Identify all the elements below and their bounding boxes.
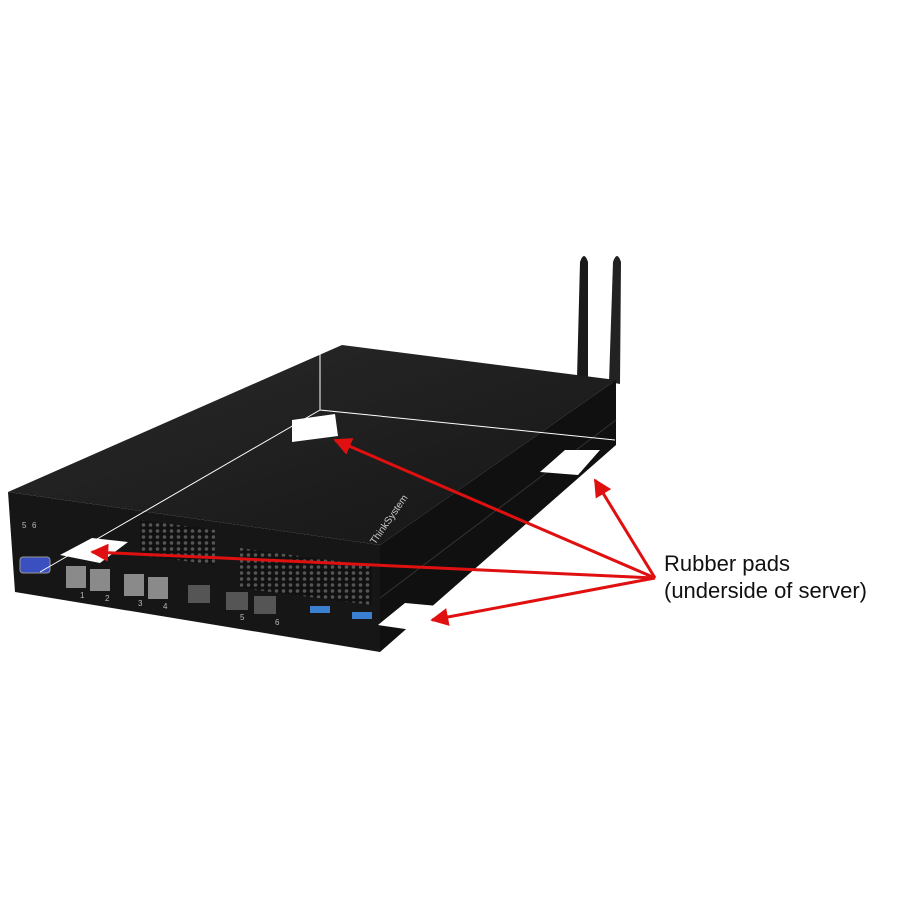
antenna-left <box>577 256 588 380</box>
arrow-to-back-right-pad <box>593 478 657 579</box>
svg-text:5: 5 <box>240 613 245 622</box>
arrow-to-front-left-pad <box>90 543 656 580</box>
svg-text:1: 1 <box>80 591 85 600</box>
rubber-pad-front-right <box>378 603 438 630</box>
antenna-right <box>609 256 621 384</box>
vga-port[interactable] <box>19 556 51 574</box>
rubber-pad-back-left <box>292 414 338 442</box>
svg-text:5: 5 <box>22 521 27 530</box>
ethernet-ports <box>188 585 276 614</box>
chassis-top <box>8 345 616 545</box>
chassis-front <box>8 492 380 652</box>
arrow-to-back-left-pad <box>333 438 656 580</box>
svg-text:4: 4 <box>163 602 168 611</box>
svg-text:2: 2 <box>105 594 110 603</box>
rubber-pads-callout: Rubber pads (underside of server) <box>664 550 867 604</box>
svg-text:6: 6 <box>32 521 37 530</box>
usb-ports <box>310 606 372 619</box>
svg-text:6: 6 <box>275 618 280 627</box>
svg-text:3: 3 <box>138 599 143 608</box>
callout-subtitle: (underside of server) <box>664 578 867 603</box>
arrow-to-front-right-pad <box>430 576 656 626</box>
rubber-pad-back-right <box>540 450 600 475</box>
port-number-labels: 1 2 3 4 5 6 5 6 <box>22 521 280 627</box>
chassis-side <box>380 380 616 652</box>
callout-arrows <box>90 438 657 626</box>
callout-title: Rubber pads <box>664 551 790 576</box>
sfp-ports <box>66 566 168 599</box>
